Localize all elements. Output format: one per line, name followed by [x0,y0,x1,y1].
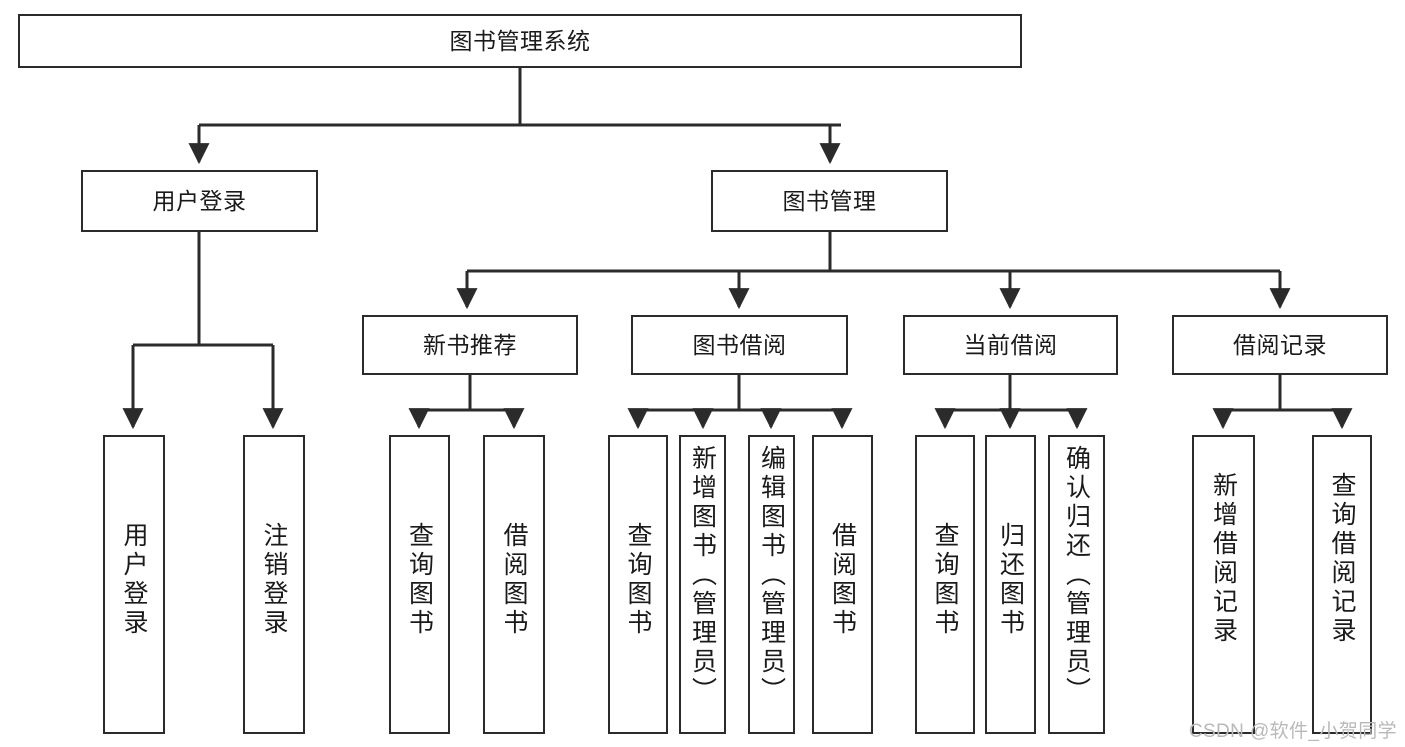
node-leaf-borrow-book-1-label: 借阅图书 [500,522,528,638]
node-new-book-recommend-label: 新书推荐 [423,331,517,358]
node-book-borrow-label: 图书借阅 [692,331,787,358]
node-leaf-query-book-1-label: 查询图书 [405,522,434,638]
node-leaf-query-book-3-label: 查询图书 [931,522,959,638]
node-leaf-logout[interactable]: 注销登录 [243,435,305,734]
node-leaf-user-login-label: 用户登录 [120,522,148,638]
node-leaf-add-borrow-record[interactable]: 新增借阅记录 [1192,435,1255,734]
node-current-borrow-label: 当前借阅 [963,331,1058,358]
node-leaf-edit-book-admin[interactable]: 编辑图书（管理员） [748,435,795,734]
node-leaf-add-borrow-record-label: 新增借阅记录 [1209,472,1238,646]
node-user-login[interactable]: 用户登录 [81,170,318,232]
node-leaf-query-borrow-record-label: 查询借阅记录 [1328,472,1356,646]
node-leaf-logout-label: 注销登录 [260,522,288,638]
node-borrow-record-label: 借阅记录 [1233,331,1327,358]
node-leaf-query-book-3[interactable]: 查询图书 [915,435,975,734]
node-leaf-query-book-2[interactable]: 查询图书 [608,435,668,734]
node-leaf-confirm-return-admin[interactable]: 确认归还（管理员） [1048,435,1105,734]
node-user-login-label: 用户登录 [152,187,247,214]
node-leaf-add-book-admin-label: 新增图书（管理员） [688,445,717,706]
csdn-watermark: CSDN @软件_小贺同学 [1188,721,1397,742]
node-leaf-query-book-1[interactable]: 查询图书 [389,435,450,734]
node-borrow-record[interactable]: 借阅记录 [1172,315,1388,375]
node-root-label: 图书管理系统 [449,27,591,54]
node-leaf-edit-book-admin-label: 编辑图书（管理员） [757,445,786,706]
node-leaf-borrow-book-2[interactable]: 借阅图书 [812,435,873,734]
node-leaf-borrow-book-1[interactable]: 借阅图书 [483,435,545,734]
node-new-book-recommend[interactable]: 新书推荐 [362,315,578,375]
node-leaf-return-book-label: 归还图书 [996,522,1025,638]
node-book-manage[interactable]: 图书管理 [711,170,948,232]
node-leaf-confirm-return-admin-label: 确认归还（管理员） [1062,445,1091,706]
node-book-borrow[interactable]: 图书借阅 [631,315,848,375]
node-leaf-return-book[interactable]: 归还图书 [985,435,1036,734]
node-current-borrow[interactable]: 当前借阅 [903,315,1118,375]
node-leaf-query-book-2-label: 查询图书 [624,522,652,638]
node-leaf-query-borrow-record[interactable]: 查询借阅记录 [1312,435,1372,734]
node-root[interactable]: 图书管理系统 [18,14,1022,68]
node-leaf-borrow-book-2-label: 借阅图书 [828,522,857,638]
node-leaf-add-book-admin[interactable]: 新增图书（管理员） [679,435,726,734]
node-book-manage-label: 图书管理 [782,187,877,214]
node-leaf-user-login[interactable]: 用户登录 [103,435,165,734]
